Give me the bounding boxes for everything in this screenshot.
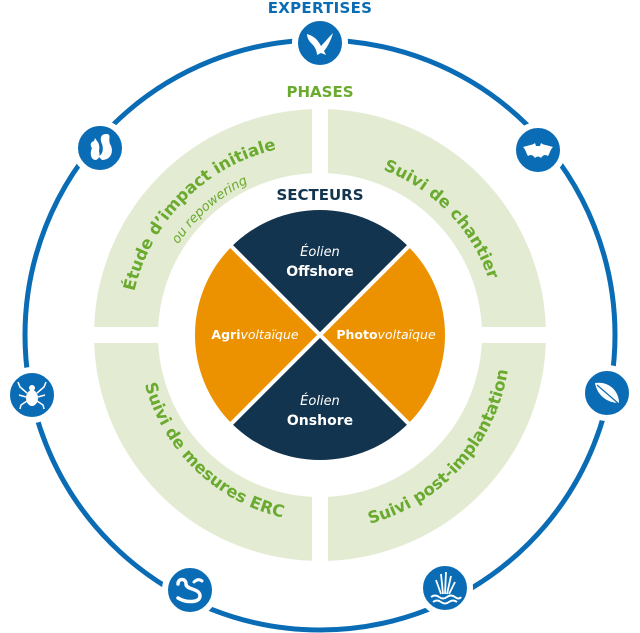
expertises-title: EXPERTISES bbox=[268, 0, 373, 17]
photo-bold: Photo bbox=[336, 327, 378, 342]
agri-label: Agrivoltaïque bbox=[211, 327, 298, 342]
tick-icon[interactable] bbox=[4, 367, 60, 423]
reeds-icon[interactable] bbox=[417, 560, 473, 616]
sector-onshore[interactable] bbox=[231, 335, 409, 461]
phase-gap-right bbox=[435, 327, 555, 343]
sector-photovoltaique[interactable] bbox=[320, 246, 446, 424]
photo-italic: voltaïque bbox=[378, 327, 436, 342]
secteurs-title: SECTEURS bbox=[276, 186, 363, 204]
leaf-icon[interactable] bbox=[579, 365, 635, 421]
sector-agrivoltaique[interactable] bbox=[194, 246, 320, 424]
agri-bold: Agri bbox=[211, 327, 240, 342]
sector-offshore[interactable] bbox=[231, 209, 409, 335]
photo-label: Photovoltaïque bbox=[336, 327, 436, 342]
snake-icon[interactable] bbox=[162, 562, 218, 618]
sector-pie bbox=[194, 209, 446, 461]
bird-icon[interactable] bbox=[292, 15, 348, 71]
phase-gap-bottom bbox=[312, 450, 328, 570]
onshore-line1: Éolien bbox=[300, 393, 340, 409]
phase-gap-top bbox=[312, 100, 328, 220]
phases-title: PHASES bbox=[286, 83, 353, 101]
squirrel-icon[interactable] bbox=[72, 120, 128, 176]
agri-italic: voltaïque bbox=[240, 327, 298, 342]
pie-divider bbox=[230, 245, 410, 425]
bat-icon[interactable] bbox=[510, 122, 566, 178]
offshore-line1: Éolien bbox=[300, 244, 340, 260]
phase-ring bbox=[85, 100, 555, 570]
offshore-line2: Offshore bbox=[286, 264, 354, 280]
onshore-line2: Onshore bbox=[287, 413, 353, 429]
phase-gap-left bbox=[85, 327, 205, 343]
